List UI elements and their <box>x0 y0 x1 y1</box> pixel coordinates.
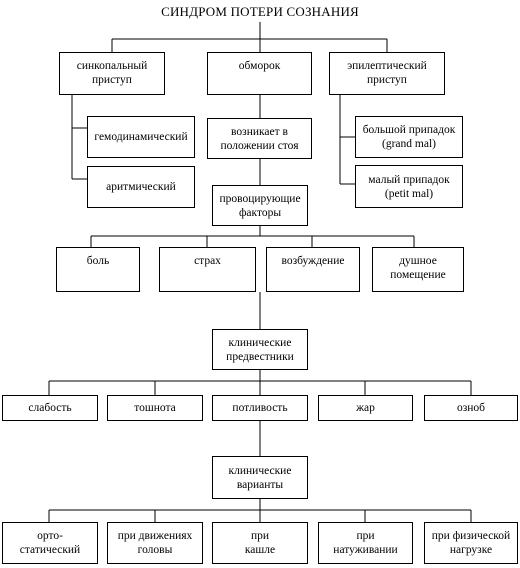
box-faint: обморок <box>207 52 312 95</box>
box-clinical-variants: клинические варианты <box>212 456 308 499</box>
box-grand-mal: большой припадок (grand mal) <box>355 116 463 158</box>
variant-physical-exertion: при физической нагрузке <box>424 522 518 564</box>
box-occurs-standing: возникает в положении стоя <box>207 118 312 159</box>
box-clinical-precursors: клинические предвестники <box>212 329 308 370</box>
precursor-nausea: тошнота <box>107 395 203 421</box>
precursor-chills: озноб <box>424 395 518 421</box>
factor-excitement: возбуждение <box>266 247 360 292</box>
precursor-weakness: слабость <box>2 395 98 421</box>
box-hemodynamic: гемодинамический <box>87 116 195 158</box>
factor-fear: страх <box>159 247 256 292</box>
box-syncope: синкопальный приступ <box>59 52 165 95</box>
factor-pain: боль <box>56 247 140 292</box>
diagram-title: СИНДРОМ ПОТЕРИ СОЗНАНИЯ <box>161 4 359 19</box>
precursor-heat: жар <box>318 395 413 421</box>
box-provoking-factors: провоцирующие факторы <box>212 185 308 226</box>
box-petit-mal: малый припадок (petit mal) <box>355 165 463 208</box>
precursor-sweating: потливость <box>212 395 308 421</box>
variant-orthostatic: орто- статический <box>2 522 98 564</box>
variant-straining: при натуживании <box>318 522 413 564</box>
variant-cough: при кашле <box>212 522 308 564</box>
variant-head-movements: при движениях головы <box>107 522 203 564</box>
box-epileptic: эпилептический приступ <box>329 52 445 95</box>
box-arrhythmic: аритмический <box>87 166 195 208</box>
factor-stuffy-room: душное помещение <box>372 247 464 292</box>
